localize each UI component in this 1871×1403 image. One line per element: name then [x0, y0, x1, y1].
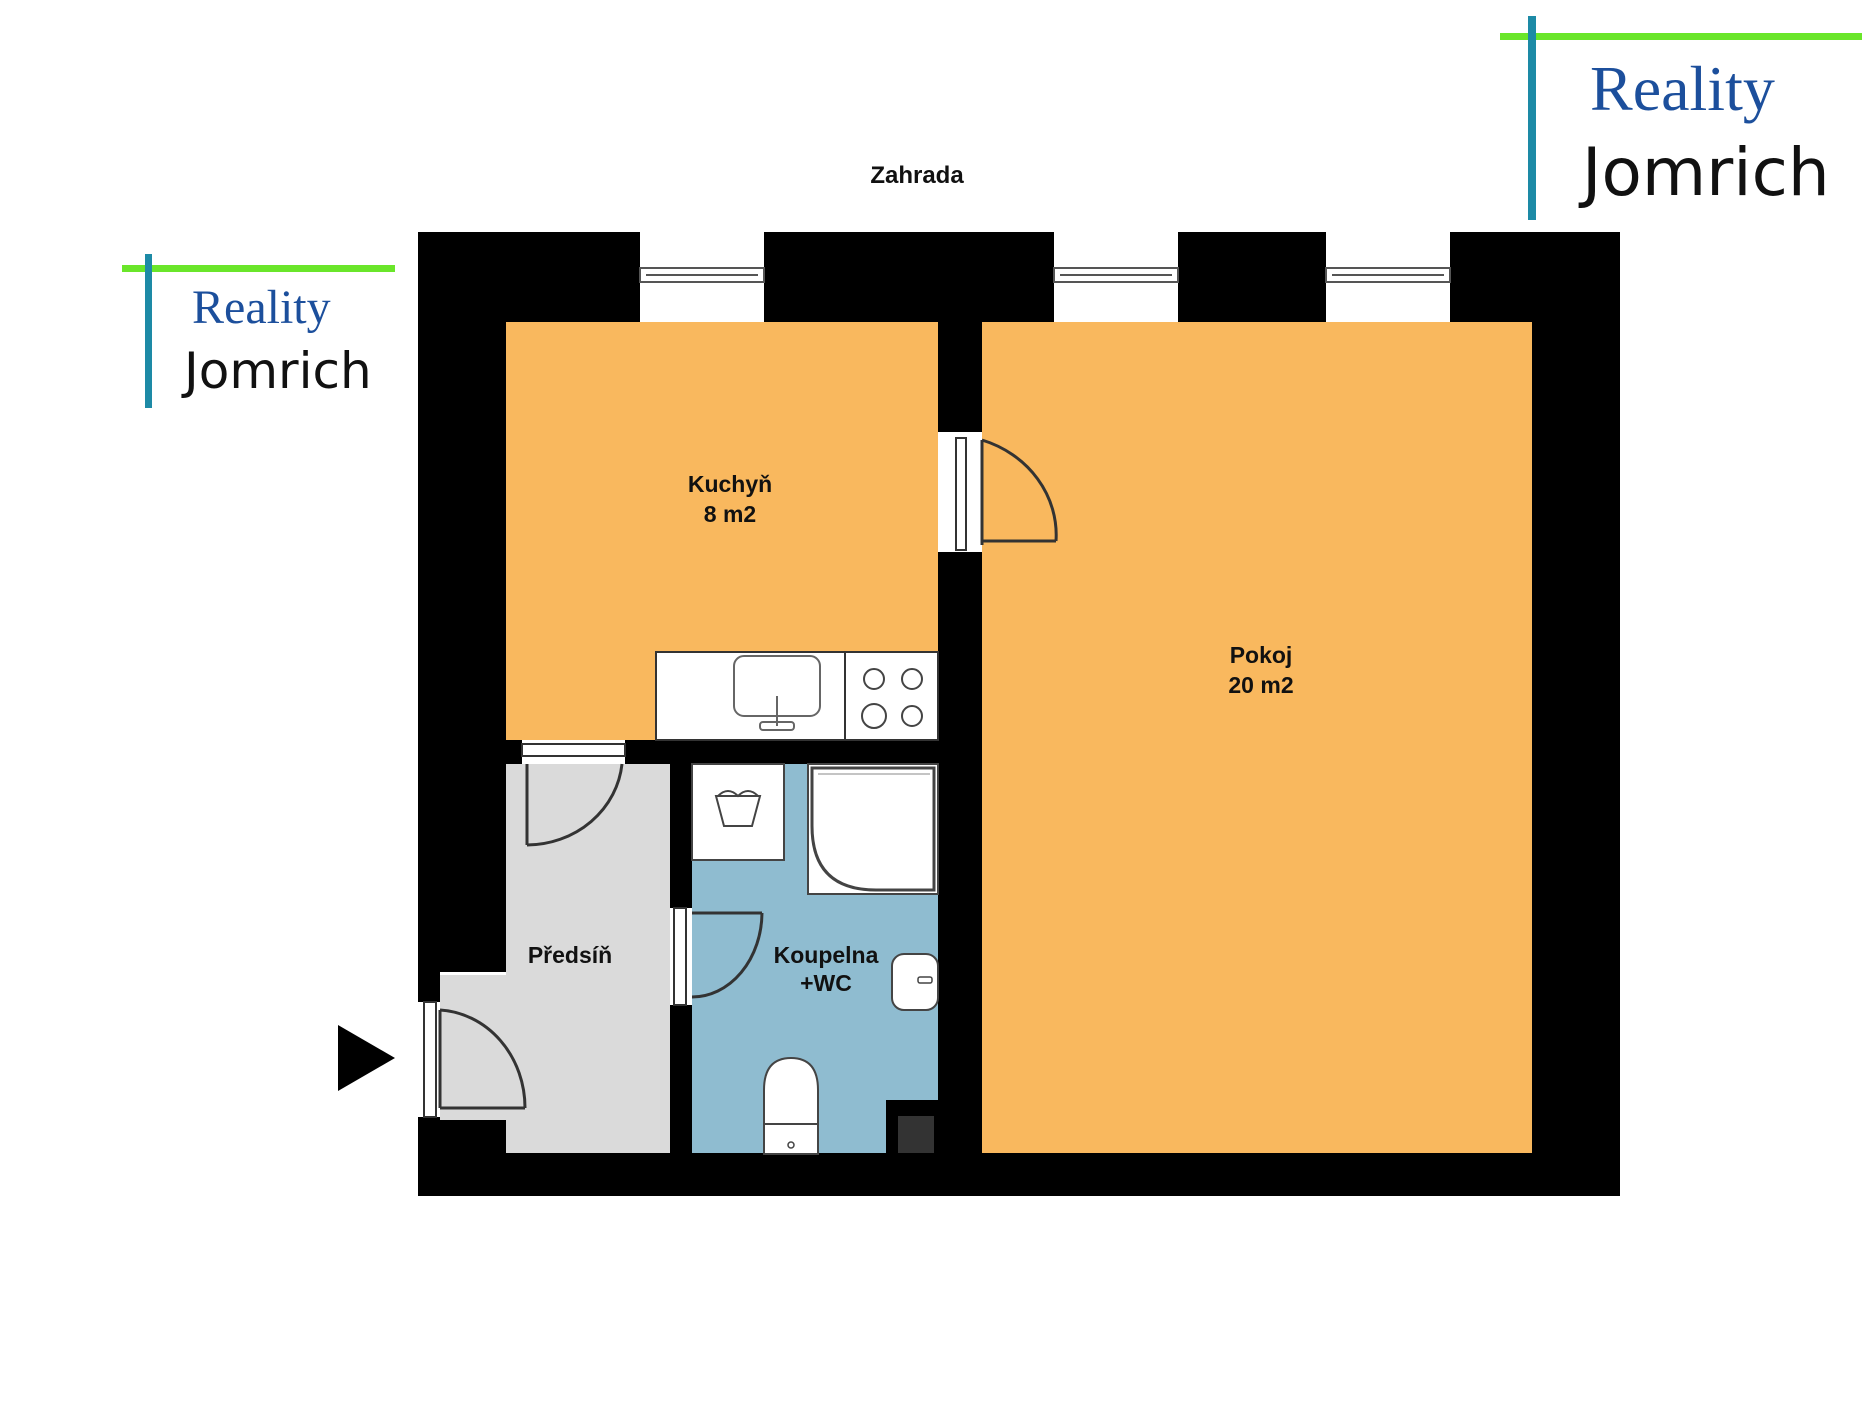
stove-icon [861, 668, 923, 729]
toilet-icon [763, 1056, 819, 1155]
living-name: Pokoj [1230, 642, 1293, 668]
logo-top-right: Reality Jomrich [1500, 16, 1862, 220]
logo-top-right-line1: Reality [1590, 53, 1775, 124]
washing-machine-icon [691, 763, 785, 861]
door-kitchen-living [955, 437, 1058, 551]
kitchen-area: 8 m2 [704, 501, 756, 527]
living-area: 20 m2 [1228, 672, 1293, 698]
entrance-arrow-icon [338, 1025, 395, 1091]
room-hall [440, 764, 670, 1153]
hall-name: Předsíň [528, 942, 612, 968]
room-living [982, 322, 1532, 1153]
bathroom-suffix: +WC [800, 970, 852, 996]
washbasin-icon [891, 953, 939, 1011]
door-hall-kitchen [521, 743, 626, 847]
windows [639, 267, 1451, 283]
door-entrance [423, 1001, 527, 1118]
kitchen-counter [655, 651, 939, 741]
logo-left: Reality Jomrich [122, 254, 395, 408]
garden-label: Zahrada [870, 162, 964, 189]
walls [418, 232, 1620, 1196]
door-hall-bathroom [673, 907, 764, 1006]
ventilation-shaft-inner [898, 1116, 934, 1153]
bathroom-name: Koupelna [774, 942, 879, 968]
logo-top-right-line2: Jomrich [1578, 134, 1830, 211]
shower-icon [807, 763, 939, 895]
logo-left-line1: Reality [192, 281, 331, 334]
logo-left-line2: Jomrich [181, 342, 372, 400]
kitchen-name: Kuchyň [688, 471, 772, 497]
